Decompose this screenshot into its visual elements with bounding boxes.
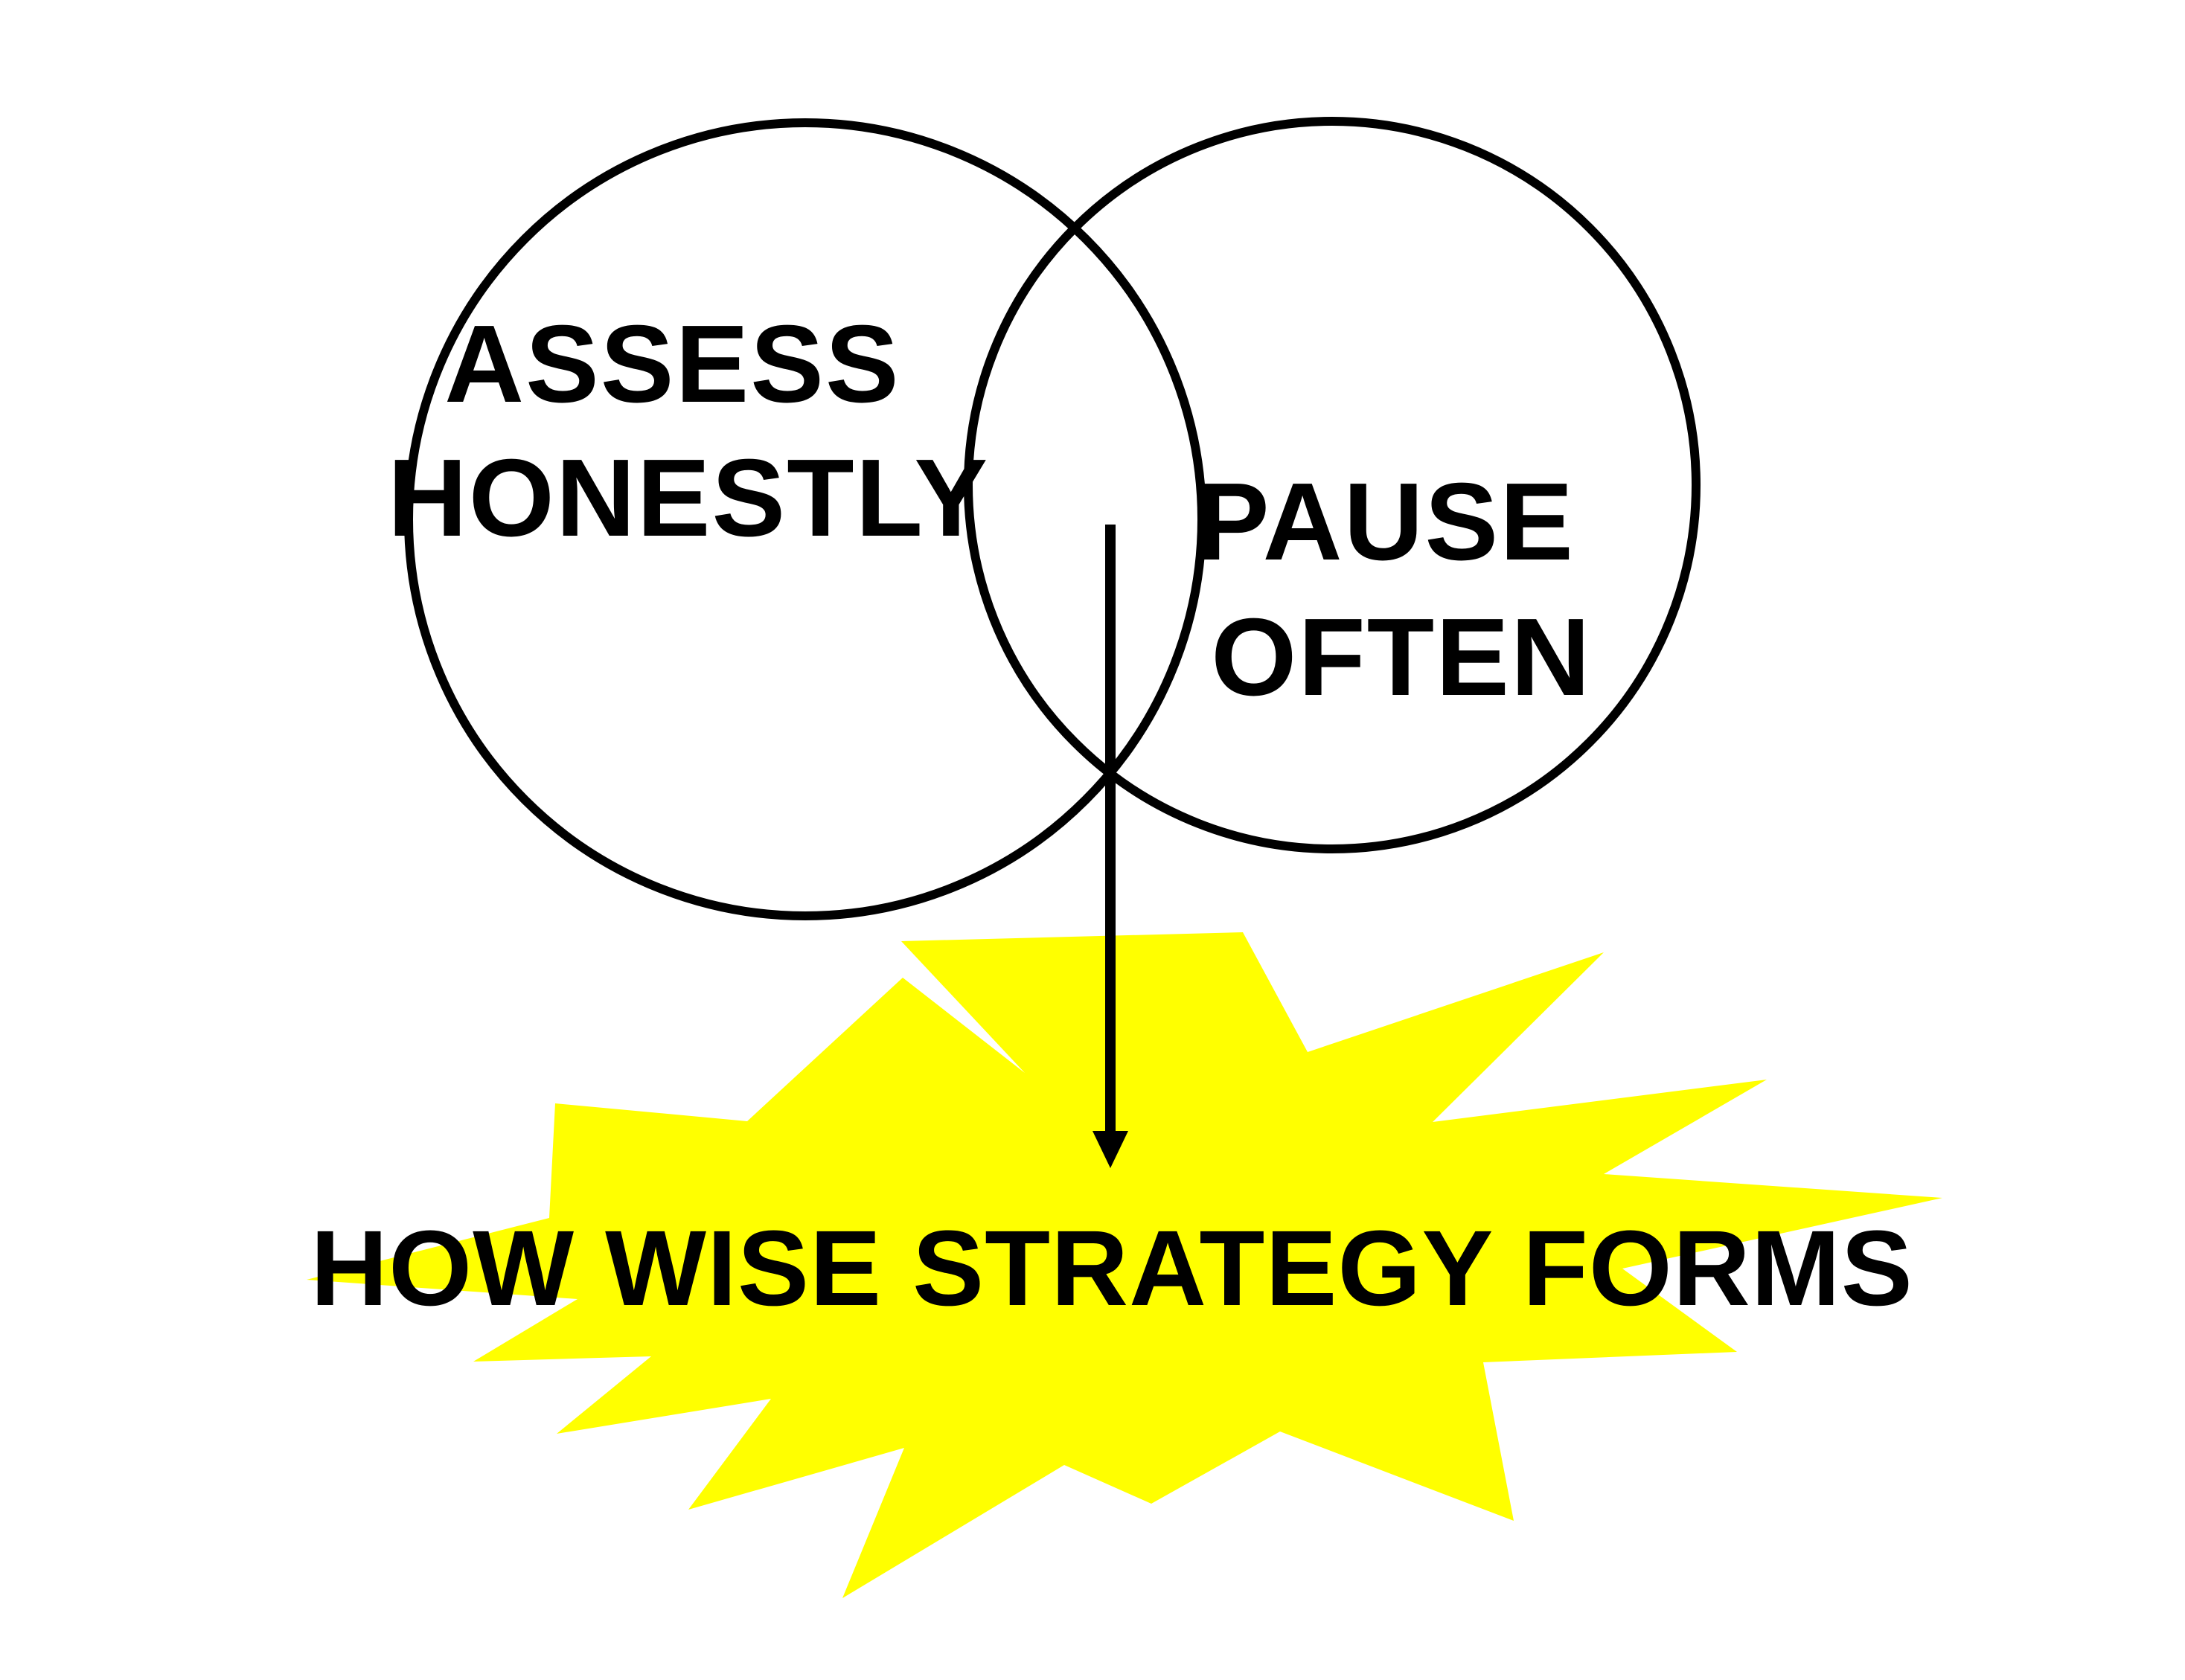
right-label-line-1: PAUSE (1196, 461, 1575, 583)
arrow-head-icon (1092, 1131, 1128, 1168)
right-label-line-2: OFTEN (1211, 596, 1592, 719)
outcome-label: HOW WISE STRATEGY FORMS (310, 1208, 1913, 1328)
left-label-line-1: ASSESS (444, 303, 900, 426)
left-label-line-2: HONESTLY (388, 437, 989, 560)
left-circle-label: ASSESS HONESTLY (388, 303, 989, 560)
left-circle (404, 118, 1206, 920)
right-circle (964, 117, 1701, 853)
starburst-shape (307, 932, 1942, 1598)
right-circle-label: PAUSE OFTEN (1196, 461, 1607, 719)
